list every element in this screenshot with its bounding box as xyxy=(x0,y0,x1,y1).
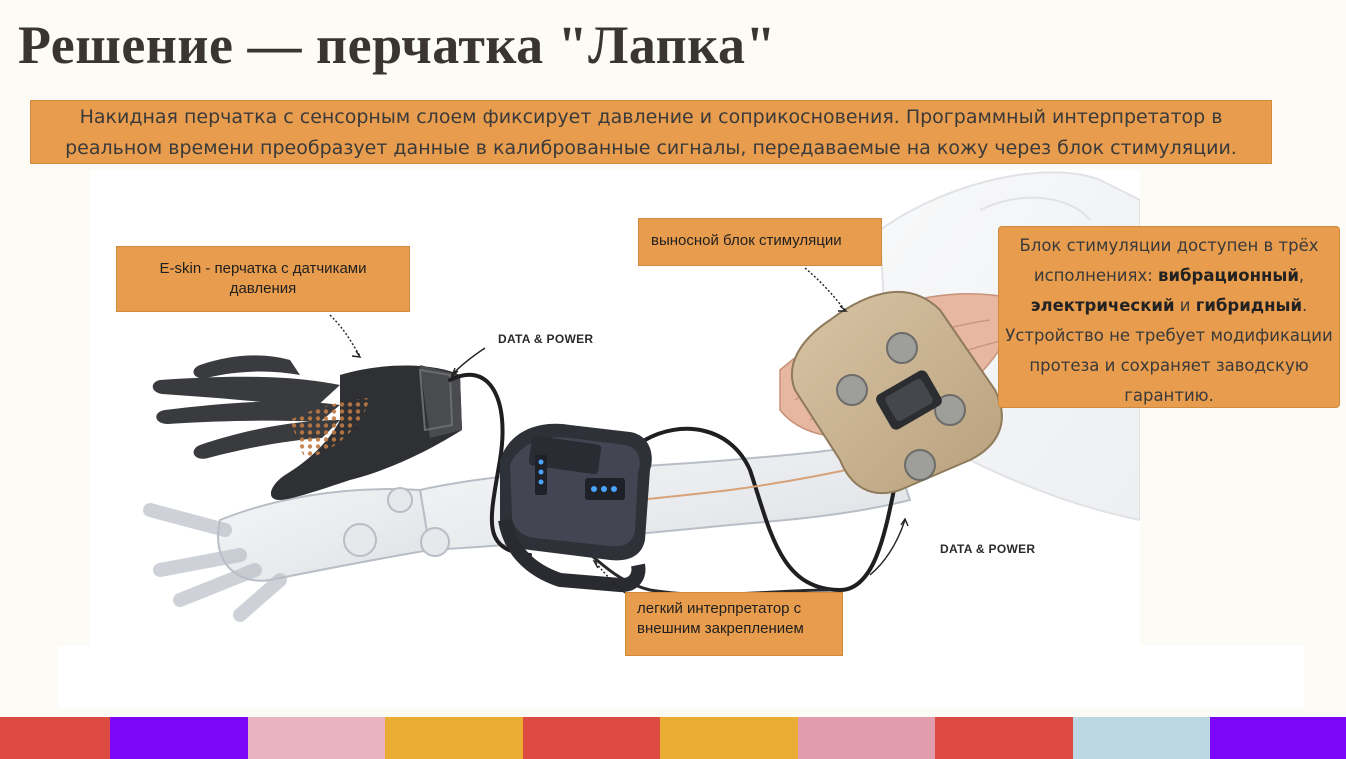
callout-interpreter: легкий интерпретатор с внешним закреплен… xyxy=(625,592,843,656)
slide-subtitle: Накидная перчатка с сенсорным слоем фикс… xyxy=(30,100,1272,164)
subtitle-line-2: реальном времени преобразует данные в ка… xyxy=(65,137,1237,159)
stripe-8 xyxy=(935,717,1073,759)
callout-e-skin-line-2: давления xyxy=(229,280,297,297)
stripe-5 xyxy=(523,717,660,759)
e-skin-glove xyxy=(152,355,462,500)
callout-remote-stimulation-unit: выносной блок стимуляции xyxy=(638,218,882,266)
data-power-label-bottom: DATA & POWER xyxy=(940,542,1036,556)
stimulation-band xyxy=(790,290,1003,495)
callout-e-skin-line-1: E-skin - перчатка с датчиками xyxy=(159,260,367,277)
interpreter-unit xyxy=(498,423,652,592)
callout-e-skin-glove: E-skin - перчатка с датчиками давления xyxy=(116,246,410,312)
callout-arrows xyxy=(329,267,909,594)
variant-vibration: вибрационный xyxy=(1158,266,1299,285)
color-stripe-bar xyxy=(0,717,1346,759)
stripe-9 xyxy=(1073,717,1210,759)
variant-hybrid: гибридный xyxy=(1195,296,1303,315)
variants-sep-2: и xyxy=(1174,296,1196,315)
callout-stimulation-variants: Блок стимуляции доступен в трёх исполнен… xyxy=(998,226,1340,408)
stripe-3 xyxy=(248,717,385,759)
variants-text-2: . Устройство не требует модификации прот… xyxy=(1005,296,1333,405)
stripe-10 xyxy=(1210,717,1346,759)
slide-title: Решение — перчатка "Лапка" xyxy=(18,15,777,75)
stripe-7 xyxy=(798,717,935,759)
stripe-1 xyxy=(0,717,110,759)
variant-electric: электрический xyxy=(1030,296,1175,315)
bottom-white-panel xyxy=(58,646,1304,708)
subtitle-line-1: Накидная перчатка с сенсорным слоем фикс… xyxy=(79,106,1223,128)
variants-text-1: Блок стимуляции доступен в трёх исполнен… xyxy=(1019,236,1319,285)
stripe-4 xyxy=(385,717,523,759)
prosthesis-illustration xyxy=(90,170,1140,648)
variants-sep-1: , xyxy=(1298,266,1305,285)
callout-interpreter-line-1: легкий интерпретатор с xyxy=(637,600,802,617)
data-power-label-top: DATA & POWER xyxy=(498,332,594,346)
callout-interpreter-line-2: внешним закреплением xyxy=(637,620,804,637)
stripe-2 xyxy=(110,717,248,759)
stripe-6 xyxy=(660,717,798,759)
